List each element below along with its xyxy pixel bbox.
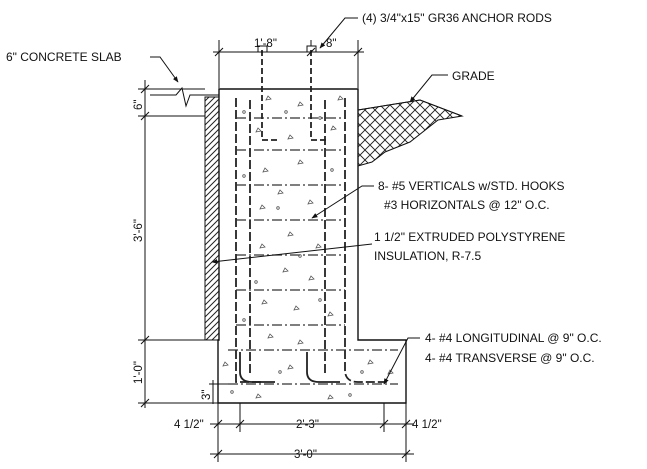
dim-bottom-ticks-1 (213, 419, 411, 429)
rebar-hook-left (239, 352, 275, 383)
concrete-slab-label: 6" CONCRETE SLAB (6, 50, 122, 64)
leader-verticals (311, 185, 374, 219)
dim-footing-mid: 2'-3" (296, 419, 319, 431)
dim-anchor-offset: 8" (326, 38, 336, 50)
slab-break-line (150, 86, 219, 108)
leader-grade (409, 74, 448, 103)
anchor-rod-right (310, 50, 327, 141)
dim-footing-width: 3'-0" (294, 449, 317, 461)
leader-longitudinal (383, 337, 420, 385)
dim-top-ticks (214, 47, 363, 57)
grade-label: GRADE (452, 69, 495, 83)
dim-footing-right-ext: 4 1/2" (412, 419, 442, 431)
dim-slab-thickness: 6" (133, 100, 145, 110)
rebar-hook-mid (306, 352, 340, 383)
anchor-rod-left (261, 50, 278, 141)
rebar-vertical-right-outer (344, 98, 388, 383)
rebar-vertical-left-outer (235, 98, 262, 383)
transverse-label: 4- #4 TRANSVERSE @ 9" O.C. (425, 351, 595, 365)
grade-line (357, 99, 463, 117)
horizontals-label: #3 HORIZONTALS @ 12" O.C. (384, 198, 550, 212)
leader-concrete-slab (150, 56, 179, 83)
dim-footing-height: 1'-0" (133, 361, 145, 384)
leader-anchor-rods (319, 17, 358, 49)
leader-insulation (211, 243, 373, 264)
dim-wall-height: 3'-6" (133, 219, 145, 242)
dim-footing-left-ext: 4 1/2" (174, 419, 204, 431)
insulation-label-line2: INSULATION, R-7.5 (374, 249, 481, 263)
concrete-aggregate (222, 95, 394, 400)
dim-cover: 3" (201, 390, 213, 400)
dim-wall-width: 1'-8" (254, 38, 277, 50)
insulation-label-line1: 1 1/2" EXTRUDED POLYSTYRENE (374, 230, 565, 244)
horizontal-ties (228, 117, 398, 385)
insulation-strip (204, 96, 220, 341)
longitudinal-label: 4- #4 LONGITUDINAL @ 9" O.C. (425, 331, 602, 345)
verticals-label: 8- #5 VERTICALS w/STD. HOOKS (378, 179, 565, 193)
dim-bottom-ticks-2 (213, 449, 411, 459)
anchor-rods-label: (4) 3/4"x15" GR36 ANCHOR RODS (362, 11, 552, 25)
